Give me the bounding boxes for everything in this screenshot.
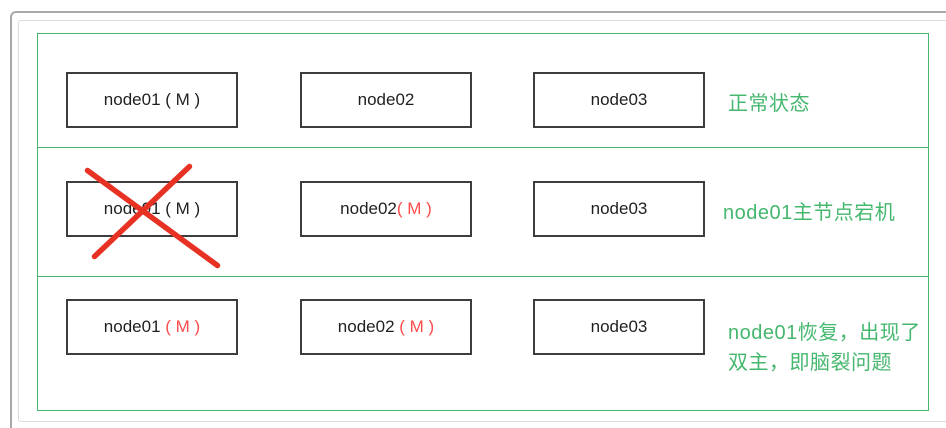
node-label: node01 xyxy=(103,199,161,218)
master-flag: ( M ) xyxy=(160,199,201,218)
state-annotation: node01主节点宕机 xyxy=(723,198,895,228)
node-label: node03 xyxy=(590,199,648,218)
master-flag: ( M ) xyxy=(160,317,201,336)
node02-box: node02 xyxy=(300,72,472,128)
state-row-master-down: node01 ( M ) node02( M ) node03 node01主节… xyxy=(38,147,928,276)
node-label: node01 xyxy=(103,317,161,336)
master-flag: ( M ) xyxy=(160,90,201,109)
inner-content-frame xyxy=(18,20,946,422)
annotation-line: node01恢复，出现了 xyxy=(728,322,921,344)
node01-box: node01 ( M ) xyxy=(66,72,238,128)
master-flag: ( M ) xyxy=(394,317,435,336)
node03-box: node03 xyxy=(533,299,705,355)
annotation-line: node01主节点宕机 xyxy=(723,202,896,224)
state-annotation: 正常状态 xyxy=(728,89,810,119)
node-label: node03 xyxy=(590,317,648,336)
node02-box: node02 ( M ) xyxy=(300,299,472,355)
node-label: node02 xyxy=(337,317,395,336)
cluster-states-container: node01 ( M ) node02 node03 正常状态 node01 (… xyxy=(37,33,929,411)
node-label: node03 xyxy=(590,90,648,109)
node02-box: node02( M ) xyxy=(300,181,472,237)
state-row-normal: node01 ( M ) node02 node03 正常状态 xyxy=(38,34,928,147)
node-label: node01 xyxy=(103,90,161,109)
state-row-split-brain: node01 ( M ) node02 ( M ) node03 node01恢… xyxy=(38,276,928,407)
annotation-line: 双主，即脑裂问题 xyxy=(728,352,892,374)
node-label: node02 xyxy=(357,90,415,109)
state-annotation: node01恢复，出现了 双主，即脑裂问题 xyxy=(728,318,921,378)
node03-box: node03 xyxy=(533,72,705,128)
node01-box: node01 ( M ) xyxy=(66,181,238,237)
outer-window-frame xyxy=(10,11,946,428)
master-flag: ( M ) xyxy=(396,199,432,218)
annotation-line: 正常状态 xyxy=(728,93,810,115)
node01-box: node01 ( M ) xyxy=(66,299,238,355)
node-label: node02 xyxy=(340,199,397,218)
node03-box: node03 xyxy=(533,181,705,237)
